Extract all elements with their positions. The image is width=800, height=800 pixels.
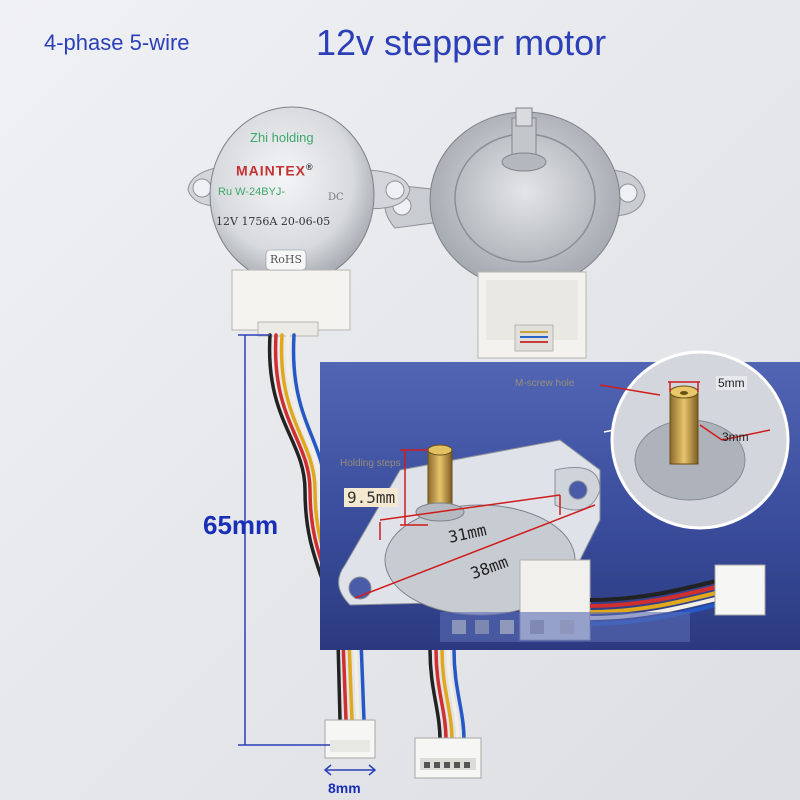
motor-brand: MAINTEX® (236, 162, 314, 179)
connector-left (324, 719, 376, 759)
motor-front-view (187, 106, 411, 337)
motor-spec: 12V 1756A 20-06-05 (216, 215, 331, 228)
motor-brand-name: MAINTEX (236, 162, 306, 179)
shaft-top-label: 5mm (716, 376, 747, 390)
motor-dc: DC (328, 192, 344, 203)
motor-back-view (384, 107, 646, 359)
registered-mark: ® (306, 162, 314, 172)
dimension-lines (238, 334, 377, 776)
phase-wire-caption: 4-phase 5-wire (44, 30, 190, 55)
motor-label-top: Zhi holding (250, 130, 314, 145)
motor-model: Ru W-24BYJ- (218, 186, 286, 198)
shaft-flat-label: 3mm (722, 430, 749, 444)
cable-length-label: 65mm (203, 510, 279, 540)
connector-width-label: 8mm (328, 780, 361, 796)
page-title: 12v stepper motor (316, 22, 607, 63)
shaft-height-label: 9.5mm (344, 488, 399, 507)
inset-dimension-lines (354, 381, 771, 599)
holding-steps-label: Holding steps (340, 458, 401, 469)
rohs-mark: RoHS (270, 253, 303, 266)
screw-hole-label: M-screw hole (515, 378, 575, 389)
connector-right (414, 737, 482, 779)
